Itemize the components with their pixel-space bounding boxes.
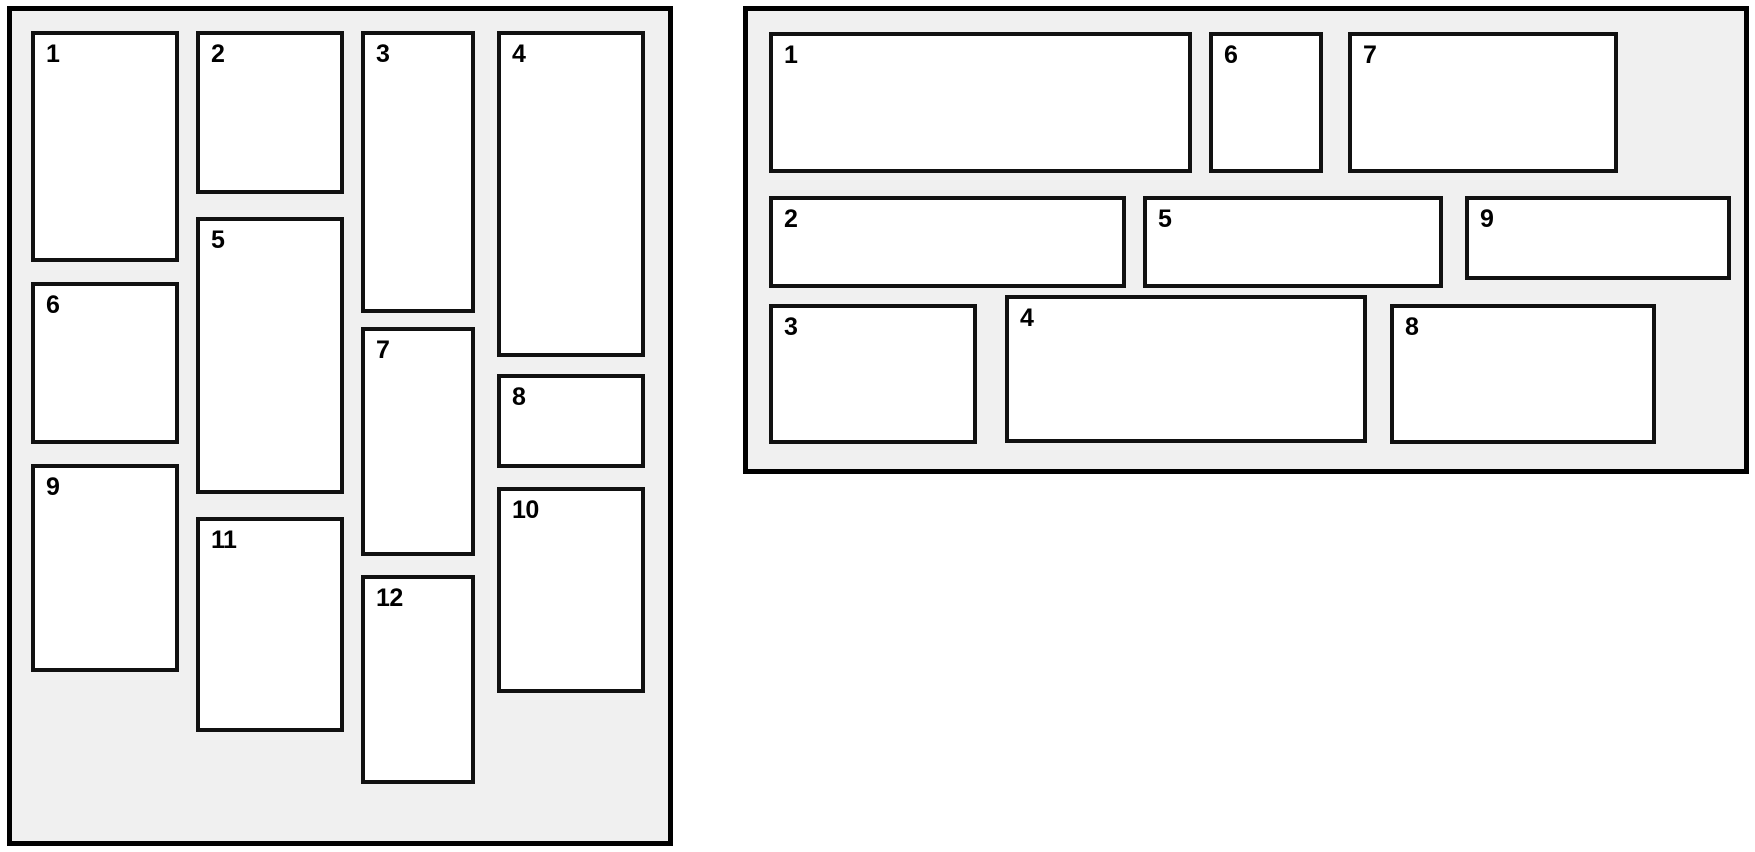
box-2[interactable]: 2: [769, 196, 1126, 288]
box-4[interactable]: 4: [497, 31, 645, 357]
box-label: 4: [1020, 304, 1034, 332]
box-label: 7: [376, 336, 390, 364]
box-label: 6: [1224, 41, 1238, 69]
box-label: 2: [211, 40, 225, 68]
box-9[interactable]: 9: [31, 464, 179, 672]
right-panel: 1 6 7 2 5 9 3 4 8: [743, 6, 1749, 474]
box-7[interactable]: 7: [1348, 32, 1618, 173]
box-label: 7: [1363, 41, 1377, 69]
box-label: 2: [784, 205, 798, 233]
box-6[interactable]: 6: [31, 282, 179, 444]
box-4[interactable]: 4: [1005, 295, 1367, 443]
box-9[interactable]: 9: [1465, 196, 1731, 280]
box-12[interactable]: 12: [361, 575, 475, 784]
box-label: 1: [46, 40, 60, 68]
box-label: 8: [512, 383, 526, 411]
box-label: 5: [1158, 205, 1172, 233]
box-label: 3: [376, 40, 390, 68]
box-label: 8: [1405, 313, 1419, 341]
box-1[interactable]: 1: [31, 31, 179, 262]
box-3[interactable]: 3: [361, 31, 475, 313]
box-11[interactable]: 11: [196, 517, 344, 732]
box-3[interactable]: 3: [769, 304, 977, 444]
box-label: 4: [512, 40, 526, 68]
box-7[interactable]: 7: [361, 327, 475, 556]
box-8[interactable]: 8: [1390, 304, 1656, 444]
box-label: 9: [46, 473, 60, 501]
box-6[interactable]: 6: [1209, 32, 1323, 173]
box-10[interactable]: 10: [497, 487, 645, 693]
box-label: 1: [784, 41, 798, 69]
box-label: 9: [1480, 205, 1494, 233]
box-label: 12: [376, 584, 403, 612]
box-label: 11: [211, 526, 237, 554]
box-5[interactable]: 5: [1143, 196, 1443, 288]
box-2[interactable]: 2: [196, 31, 344, 194]
box-1[interactable]: 1: [769, 32, 1192, 173]
box-label: 6: [46, 291, 60, 319]
box-label: 10: [512, 496, 539, 524]
box-label: 3: [784, 313, 798, 341]
box-8[interactable]: 8: [497, 374, 645, 468]
box-label: 5: [211, 226, 225, 254]
box-5[interactable]: 5: [196, 217, 344, 494]
